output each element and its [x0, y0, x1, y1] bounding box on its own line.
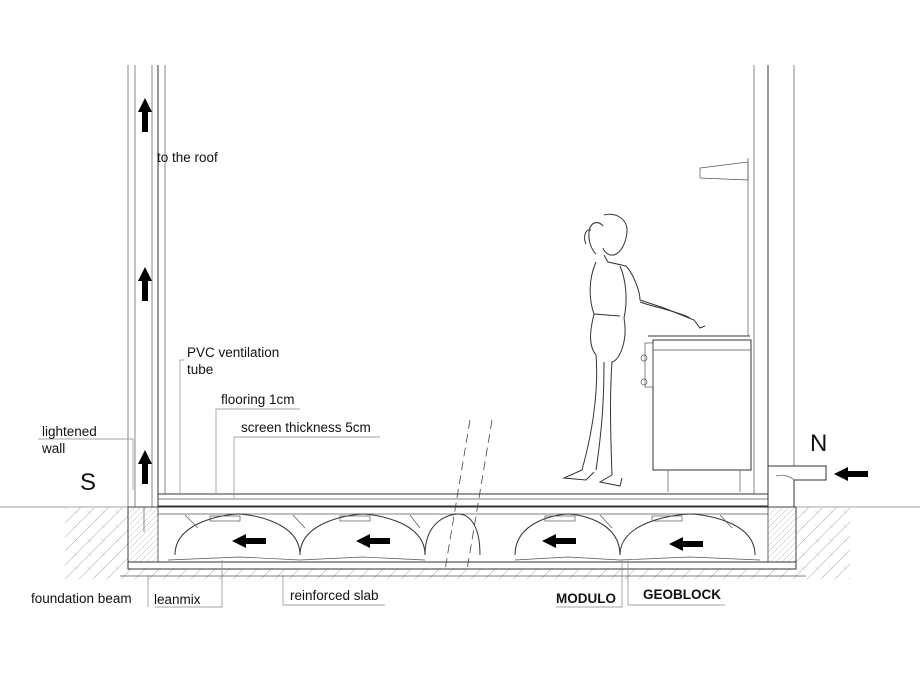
arrow-up-icon: [138, 450, 152, 484]
arrow-left-icon: [834, 467, 868, 481]
kitchen-stove: [640, 158, 752, 492]
arrow-left-icon: [232, 534, 266, 548]
label-to-the-roof: to the roof: [157, 150, 218, 165]
label-lightened: lightened: [42, 424, 97, 439]
arrow-up-icon: [138, 267, 152, 301]
break-lines: [444, 419, 493, 571]
label-reinforced-slab: reinforced slab: [290, 588, 379, 603]
label-flooring: flooring 1cm: [221, 392, 295, 407]
label-modulo: MODULO: [556, 591, 616, 606]
right-wall: [753, 65, 827, 507]
arrow-left-icon: [542, 534, 576, 548]
label-pvc-tube: tube: [187, 362, 213, 377]
floor-layers: [158, 493, 768, 515]
lightened-wall: [127, 65, 166, 532]
arrow-left-icon: [356, 534, 390, 548]
arrow-left-icon: [669, 537, 703, 551]
woman-figure: [562, 213, 706, 487]
label-south: S: [80, 469, 96, 496]
label-screen-thickness: screen thickness 5cm: [241, 420, 371, 435]
label-pvc-ventilation: PVC ventilation: [187, 345, 279, 360]
label-foundation-beam: foundation beam: [31, 591, 132, 606]
label-geoblock: GEOBLOCK: [643, 587, 721, 602]
arrow-up-icon: [138, 98, 152, 132]
label-wall: wall: [41, 441, 65, 456]
leader-lines: [38, 359, 725, 608]
foundation: [120, 506, 806, 577]
modular-arches: [167, 513, 761, 561]
label-north: N: [810, 430, 827, 457]
label-leanmix: leanmix: [154, 592, 201, 607]
